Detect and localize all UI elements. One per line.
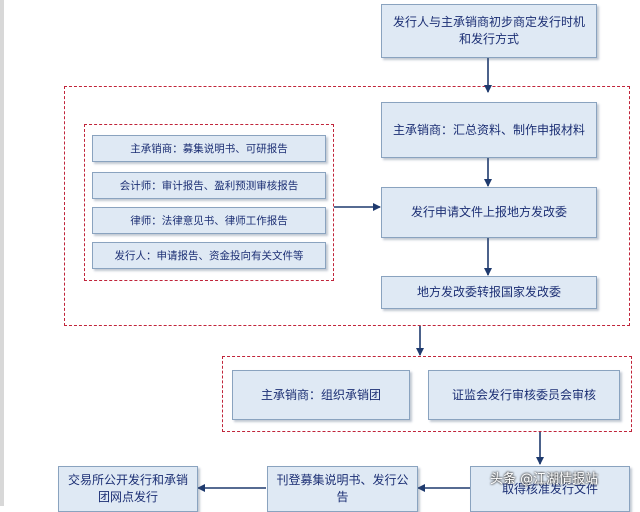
csrc-issuance-review: 证监会发行审核委员会审核	[428, 370, 620, 420]
submit-to-local-ndrc: 发行申请文件上报地方发改委	[381, 187, 597, 238]
underwriter-docs: 主承销商：募集说明书、可研报告	[92, 135, 326, 162]
preparation-region	[64, 86, 630, 326]
obtain-approval-documents: 取得核准发行文件	[470, 466, 630, 512]
issuer-underwriter-negotiation: 发行人与主承销商初步商定发行时机和发行方式	[381, 4, 597, 58]
left-edge-bar	[0, 0, 4, 506]
watermark: 头条 @江湖情报站	[490, 472, 599, 487]
lawyer-docs: 律师：法律意见书、律师工作报告	[92, 207, 326, 234]
issuer-docs: 发行人：申请报告、资金投向有关文件等	[92, 242, 326, 269]
publish-prospectus: 刊登募集说明书、发行公告	[267, 466, 418, 512]
accountant-docs: 会计师：审计报告、盈利预测审核报告	[92, 172, 326, 199]
supporting-docs-region	[84, 124, 334, 281]
underwriter-compile-materials: 主承销商：汇总资料、制作申报材料	[381, 102, 597, 158]
organize-underwriting-syndicate: 主承销商：组织承销团	[232, 370, 410, 420]
exchange-public-issuance: 交易所公开发行和承销团网点发行	[58, 466, 198, 512]
review-region	[222, 356, 632, 432]
local-to-national-ndrc: 地方发改委转报国家发改委	[381, 276, 597, 309]
